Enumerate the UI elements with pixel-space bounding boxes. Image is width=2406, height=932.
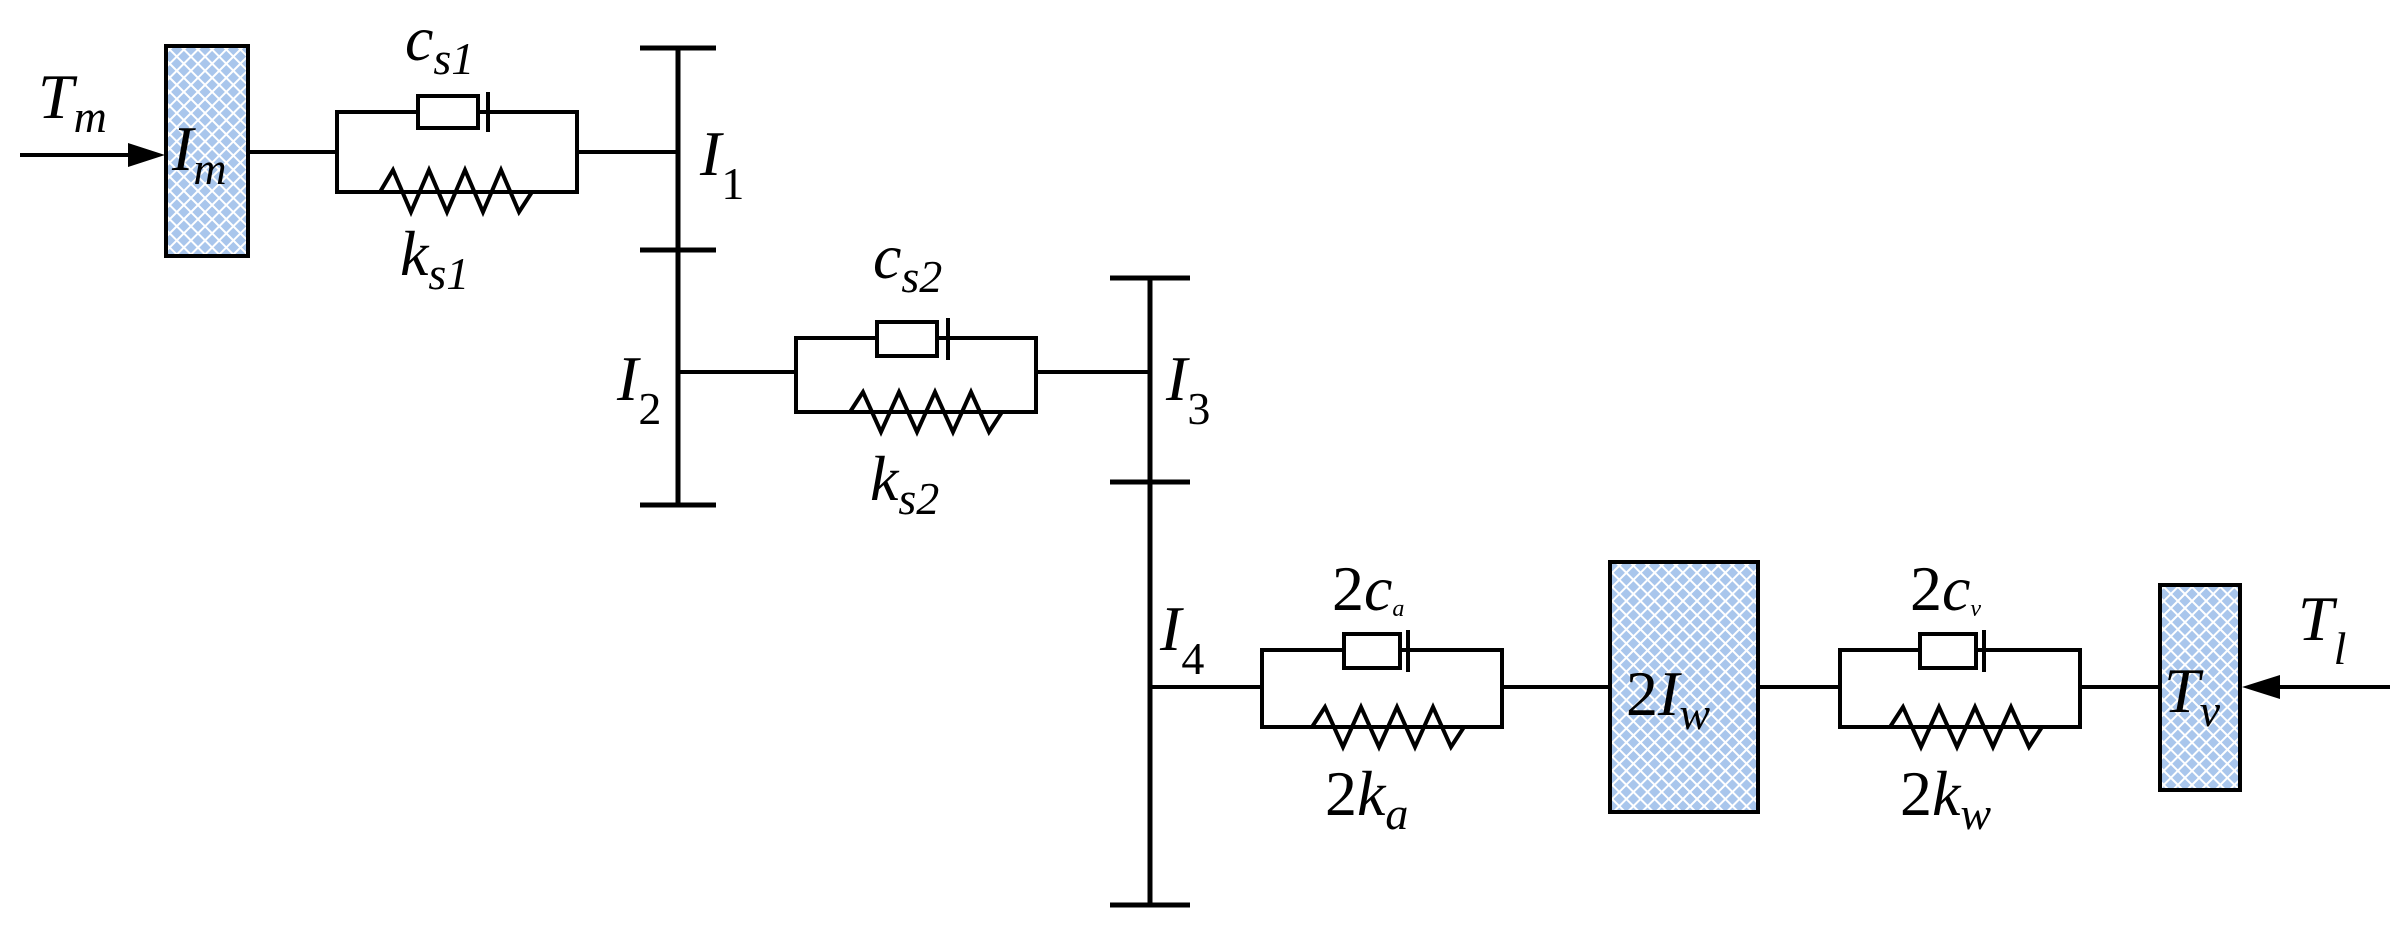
label-c_s2: cs2 bbox=[873, 221, 942, 302]
gear-pair-3-4 bbox=[1110, 275, 1190, 908]
label-c_s1: cs1 bbox=[405, 3, 474, 84]
label-2c_v: 2cv bbox=[1910, 553, 1981, 624]
label-I_3: I3 bbox=[1165, 343, 1210, 434]
label-I_m: Im bbox=[171, 113, 227, 194]
load-torque-arrow bbox=[2242, 675, 2390, 699]
label-I_2: I2 bbox=[616, 343, 661, 434]
tire-spring-damper bbox=[1758, 630, 2160, 752]
label-2k_w: 2kw bbox=[1900, 758, 1991, 839]
label-k_s2: ks2 bbox=[870, 443, 939, 524]
vehicle-inertia-block bbox=[2158, 583, 2242, 792]
shaft1-spring-damper bbox=[248, 92, 676, 218]
label-I_1: I1 bbox=[699, 118, 744, 209]
label-2k_a: 2ka bbox=[1325, 758, 1408, 839]
label-k_s1: ks1 bbox=[400, 218, 469, 299]
gear-pair-1-2 bbox=[640, 45, 716, 508]
input-torque-arrow bbox=[20, 143, 165, 167]
shaft2-spring-damper bbox=[678, 318, 1150, 437]
label-T_v: Tv bbox=[2164, 655, 2221, 736]
axle-spring-damper bbox=[1150, 630, 1610, 752]
label-2I_w: 2Iw bbox=[1626, 658, 1710, 739]
label-I_4: I4 bbox=[1159, 593, 1204, 684]
label-2c_a: 2ca bbox=[1332, 553, 1404, 624]
label-T_m: Tm bbox=[38, 61, 107, 142]
label-T_l: Tl bbox=[2298, 583, 2346, 674]
